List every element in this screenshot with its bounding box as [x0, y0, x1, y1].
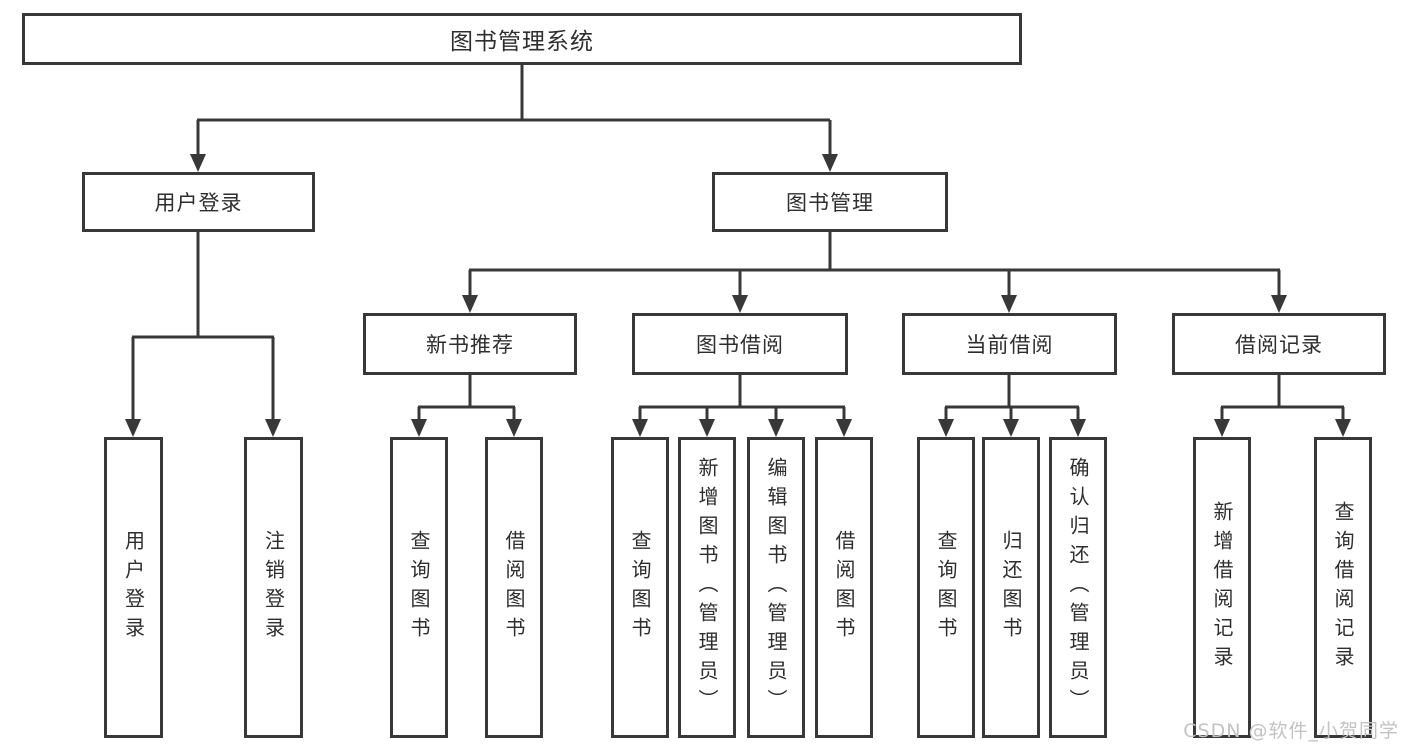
node-book-borrowing: 图书借阅 [632, 313, 848, 375]
node-user-login: 用户登录 [82, 172, 315, 232]
leaf-user-login: 用户登录 [104, 437, 163, 738]
node-borrowing-records-label: 借阅记录 [1235, 333, 1323, 357]
leaf-query-borrow-record-label: 查询借阅记录 [1331, 500, 1355, 675]
leaf-add-borrow-record: 新增借阅记录 [1193, 437, 1251, 738]
node-book-borrowing-label: 图书借阅 [696, 333, 784, 357]
leaf-query-borrow-record: 查询借阅记录 [1314, 437, 1372, 738]
leaf-confirm-return-admin: 确认归还（管理员） [1049, 437, 1107, 738]
leaf-query-books-1-label: 查询图书 [407, 529, 431, 646]
csdn-watermark: CSDN @软件_小贺同学 [1183, 720, 1399, 742]
node-new-book-recommend: 新书推荐 [363, 313, 577, 375]
leaf-logout: 注销登录 [244, 437, 303, 738]
leaf-query-books-1: 查询图书 [390, 437, 448, 738]
node-current-borrowing-label: 当前借阅 [965, 333, 1054, 357]
leaf-borrow-books-2: 借阅图书 [815, 437, 873, 738]
leaf-add-books-admin: 新增图书（管理员） [678, 437, 736, 738]
leaf-return-books-label: 归还图书 [999, 529, 1023, 646]
leaf-query-books-3-label: 查询图书 [934, 529, 958, 646]
leaf-confirm-return-admin-label: 确认归还（管理员） [1066, 457, 1090, 718]
leaf-edit-books-admin: 编辑图书（管理员） [747, 437, 805, 738]
leaf-return-books: 归还图书 [982, 437, 1040, 738]
leaf-borrow-books-1-label: 借阅图书 [502, 529, 526, 646]
node-current-borrowing: 当前借阅 [902, 313, 1117, 375]
node-root-label: 图书管理系统 [450, 29, 594, 55]
node-user-login-label: 用户登录 [154, 191, 243, 215]
node-root: 图书管理系统 [22, 13, 1022, 65]
leaf-edit-books-admin-label: 编辑图书（管理员） [764, 457, 788, 718]
leaf-borrow-books-2-label: 借阅图书 [832, 529, 856, 646]
node-borrowing-records: 借阅记录 [1172, 313, 1386, 375]
arrowhead-icons [125, 154, 1351, 437]
leaf-query-books-2-label: 查询图书 [628, 529, 652, 646]
leaf-query-books-3: 查询图书 [917, 437, 975, 738]
leaf-borrow-books-1: 借阅图书 [485, 437, 543, 738]
node-book-management: 图书管理 [712, 172, 948, 232]
leaf-logout-label: 注销登录 [261, 529, 286, 646]
leaf-add-books-admin-label: 新增图书（管理员） [695, 457, 719, 718]
leaf-user-login-label: 用户登录 [121, 529, 146, 646]
leaf-add-borrow-record-label: 新增借阅记录 [1210, 500, 1234, 675]
node-new-book-recommend-label: 新书推荐 [426, 333, 514, 357]
node-book-management-label: 图书管理 [786, 191, 874, 215]
leaf-query-books-2: 查询图书 [611, 437, 669, 738]
